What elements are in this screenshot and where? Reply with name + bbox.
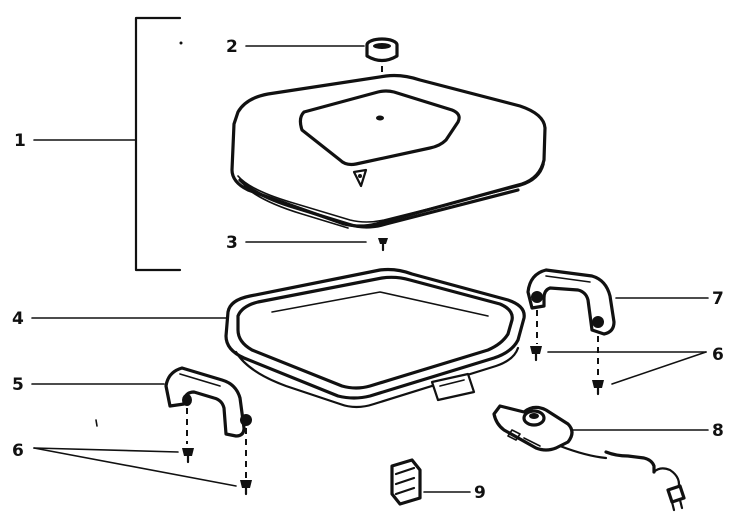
callout-6-left: 6 [12, 441, 24, 461]
callout-7: 7 [712, 289, 724, 309]
leader-lines-6-right [547, 351, 707, 385]
callout-9: 9 [474, 483, 486, 503]
callout-4: 4 [12, 309, 24, 329]
callout-3: 3 [226, 233, 238, 253]
skillet-pan [224, 267, 526, 409]
right-handle [526, 268, 616, 378]
callout-1: 1 [14, 131, 26, 151]
callout-8: 8 [712, 421, 724, 441]
handle-screws-left [182, 448, 252, 496]
callout-2: 2 [226, 37, 238, 57]
callout-5: 5 [12, 375, 24, 395]
callout-6-right: 6 [712, 345, 724, 365]
callout-labels: 1 2 3 4 5 6 6 7 8 9 [12, 37, 724, 503]
assembly-bracket [33, 16, 183, 272]
leader-lines-6-left [33, 447, 237, 487]
handle-screws-right [530, 346, 604, 396]
left-handle [164, 366, 252, 478]
lid-screw [378, 238, 388, 252]
mounting-clip [390, 458, 422, 506]
temperature-control [492, 404, 686, 512]
stray-mark [95, 419, 98, 427]
lid [230, 73, 547, 229]
